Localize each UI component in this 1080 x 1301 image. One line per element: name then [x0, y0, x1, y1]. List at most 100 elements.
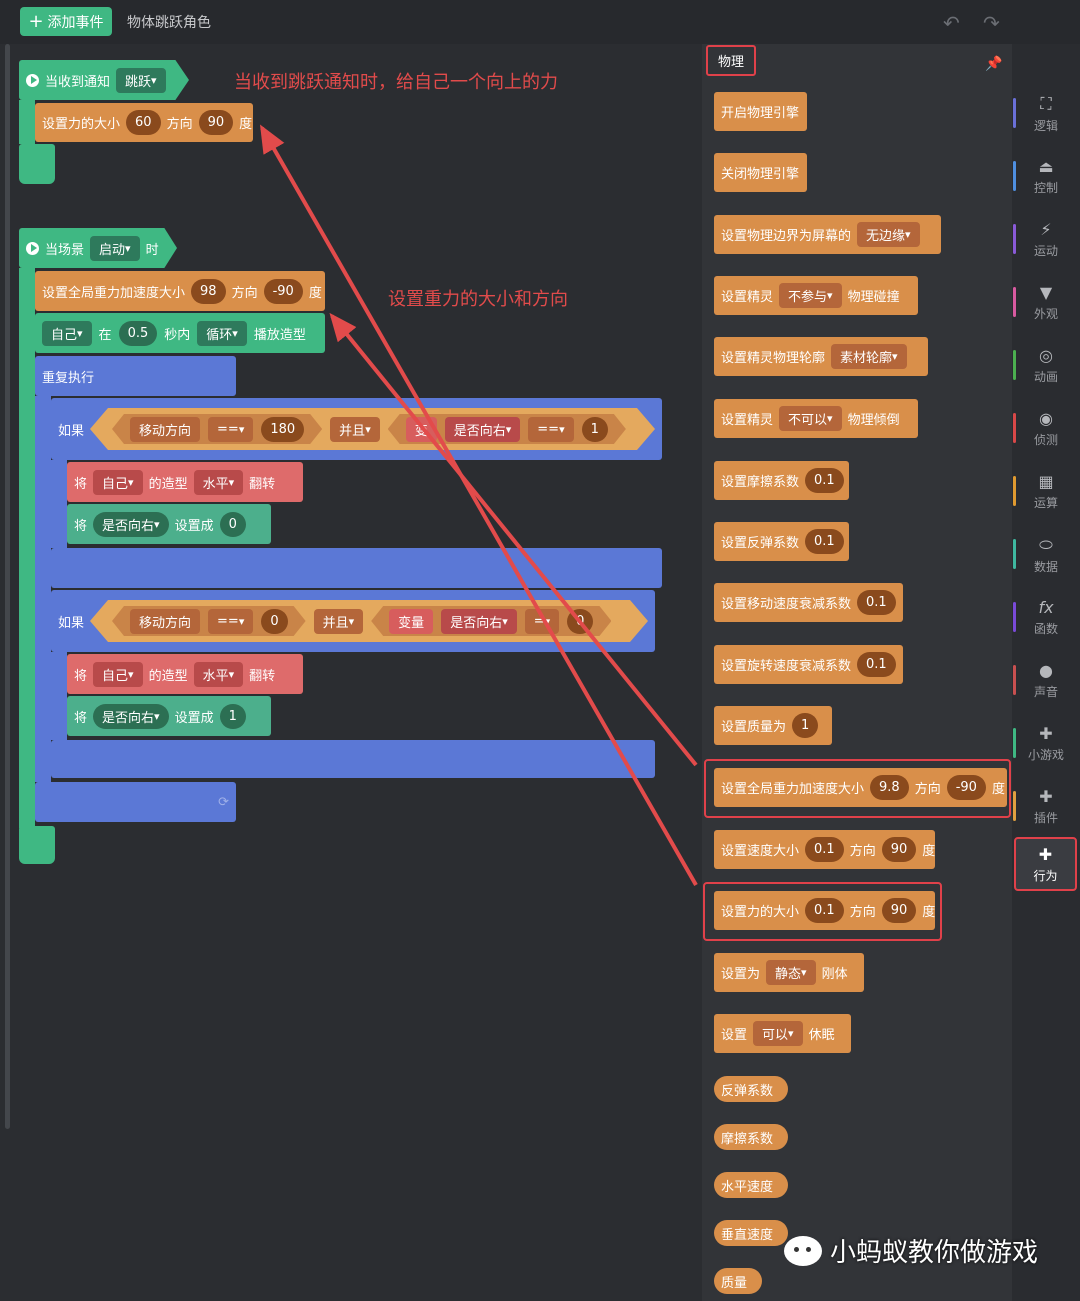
- rigidbody-dropdown[interactable]: 静态: [766, 960, 816, 985]
- set-sprite-outline-block[interactable]: 设置精灵物理轮廓素材轮廓: [714, 337, 928, 376]
- is-right-variable-dropdown[interactable]: 是否向右: [445, 417, 521, 442]
- participate-dropdown[interactable]: 不参与: [779, 283, 842, 308]
- compare-left-2[interactable]: 移动方向 == 0: [112, 606, 306, 636]
- flip-costume-block[interactable]: 将 自己 的造型 水平 翻转: [67, 462, 303, 502]
- move-direction-reporter[interactable]: 移动方向: [130, 417, 200, 442]
- variable-dropdown[interactable]: 是否向右: [93, 703, 169, 729]
- operator-dropdown[interactable]: ==: [208, 417, 253, 442]
- compare-right-1[interactable]: 变 是否向右 == 1: [388, 414, 626, 444]
- play-animation-block[interactable]: 自己 在 0.5 秒内 循环 播放造型: [35, 313, 325, 353]
- add-event-button[interactable]: +添加事件: [20, 7, 112, 36]
- velocity-size-input[interactable]: 0.1: [805, 837, 844, 862]
- set-gravity-block[interactable]: 设置全局重力加速度大小 98 方向 -90 度: [35, 271, 325, 311]
- category-logic[interactable]: ⛶逻辑: [1013, 94, 1076, 134]
- boundary-dropdown[interactable]: 无边缘: [857, 222, 920, 247]
- direction-dropdown[interactable]: 水平: [193, 661, 244, 687]
- gravity-size-input[interactable]: 9.8: [870, 775, 909, 800]
- category-animation[interactable]: ◎动画: [1013, 346, 1076, 385]
- set-value-input[interactable]: 0: [219, 511, 246, 537]
- category-motion[interactable]: ⚡运动: [1013, 220, 1076, 259]
- condition-1[interactable]: 移动方向 == 180 并且 变 是否向右 == 1: [90, 408, 655, 450]
- category-looks[interactable]: ▼外观: [1013, 283, 1076, 322]
- set-rigidbody-type-block[interactable]: 设置为静态刚体: [714, 953, 864, 992]
- set-force-block[interactable]: 设置力的大小 60 方向 90 度: [35, 103, 253, 142]
- horizontal-speed-reporter[interactable]: 水平速度: [714, 1172, 788, 1198]
- loop-dropdown[interactable]: 循环: [197, 320, 247, 346]
- set-sprite-collision-block[interactable]: 设置精灵不参与物理碰撞: [714, 276, 918, 315]
- operator-dropdown[interactable]: =: [525, 609, 559, 634]
- seconds-input[interactable]: 0.5: [118, 320, 158, 346]
- set-physics-boundary-block[interactable]: 设置物理边界为屏幕的无边缘: [714, 215, 941, 254]
- mass-input[interactable]: 1: [792, 713, 819, 738]
- set-sprite-topple-block[interactable]: 设置精灵不可以物理倾倒: [714, 399, 918, 438]
- set-sleep-block[interactable]: 设置可以休眠: [714, 1014, 851, 1053]
- redo-icon[interactable]: ↷: [983, 11, 1000, 35]
- gravity-direction-input[interactable]: -90: [263, 278, 303, 304]
- bounce-reporter[interactable]: 反弹系数: [714, 1076, 788, 1102]
- compare-value-input[interactable]: 0: [567, 609, 593, 634]
- repeat-forever-block[interactable]: 重复执行: [35, 356, 236, 396]
- flip-costume-block[interactable]: 将 自己 的造型 水平 翻转: [67, 654, 303, 694]
- direction-dropdown[interactable]: 水平: [193, 469, 244, 495]
- force-direction-input[interactable]: 90: [881, 898, 917, 923]
- enable-physics-block[interactable]: 开启物理引擎: [714, 92, 807, 131]
- pin-icon[interactable]: 📌: [985, 56, 1003, 72]
- rotation-damping-input[interactable]: 0.1: [857, 652, 896, 677]
- target-dropdown[interactable]: 自己: [93, 661, 143, 687]
- move-direction-reporter[interactable]: 移动方向: [130, 609, 200, 634]
- compare-value-input[interactable]: 0: [261, 609, 287, 634]
- when-receive-notice-block[interactable]: 当收到通知 跳跃: [19, 60, 189, 100]
- workspace-scrollbar[interactable]: [5, 44, 10, 1129]
- compare-right-2[interactable]: 变量 是否向右 = 0: [371, 606, 611, 636]
- category-behavior[interactable]: ✚行为: [1014, 837, 1077, 891]
- condition-2[interactable]: 移动方向 == 0 并且 变量 是否向右 = 0: [90, 600, 648, 642]
- category-plugins[interactable]: ✚插件: [1013, 787, 1076, 826]
- operator-dropdown[interactable]: ==: [208, 609, 253, 634]
- set-value-input[interactable]: 1: [219, 703, 246, 729]
- friction-reporter[interactable]: 摩擦系数: [714, 1124, 788, 1150]
- bounce-input[interactable]: 0.1: [805, 529, 844, 554]
- compare-value-input[interactable]: 1: [582, 417, 608, 442]
- category-minigame[interactable]: ✚小游戏: [1013, 724, 1076, 763]
- set-variable-block[interactable]: 将 是否向右 设置成 0: [67, 504, 271, 544]
- category-sensing[interactable]: ◉侦测: [1013, 409, 1076, 448]
- undo-icon[interactable]: ↶: [943, 11, 960, 35]
- variable-dropdown[interactable]: 是否向右: [93, 511, 169, 537]
- outline-dropdown[interactable]: 素材轮廓: [831, 344, 907, 369]
- operator-dropdown[interactable]: ==: [528, 417, 573, 442]
- category-control[interactable]: ⏏控制: [1013, 157, 1076, 196]
- is-right-variable-dropdown[interactable]: 是否向右: [441, 609, 517, 634]
- friction-input[interactable]: 0.1: [805, 468, 844, 493]
- category-data[interactable]: ⬭数据: [1013, 535, 1076, 575]
- target-dropdown[interactable]: 自己: [93, 469, 143, 495]
- gravity-size-input[interactable]: 98: [191, 278, 226, 304]
- and-dropdown[interactable]: 并且: [314, 609, 364, 634]
- topple-dropdown[interactable]: 不可以: [779, 406, 842, 431]
- mass-reporter[interactable]: 质量: [714, 1268, 762, 1294]
- when-scene-start-block[interactable]: 当场景 启动 时: [19, 228, 177, 268]
- force-size-input[interactable]: 60: [126, 110, 161, 135]
- set-variable-block[interactable]: 将 是否向右 设置成 1: [67, 696, 271, 736]
- disable-physics-block[interactable]: 关闭物理引擎: [714, 153, 807, 192]
- move-damping-input[interactable]: 0.1: [857, 590, 896, 615]
- sleep-dropdown[interactable]: 可以: [753, 1021, 803, 1046]
- category-operators[interactable]: ▦运算: [1013, 472, 1076, 511]
- force-size-input[interactable]: 0.1: [805, 898, 844, 923]
- gravity-direction-input[interactable]: -90: [946, 775, 986, 800]
- compare-left-1[interactable]: 移动方向 == 180: [112, 414, 322, 444]
- notice-dropdown[interactable]: 跳跃: [116, 67, 166, 93]
- vertical-speed-reporter[interactable]: 垂直速度: [714, 1220, 788, 1246]
- scene-dropdown[interactable]: 启动: [90, 235, 140, 261]
- compare-value-input[interactable]: 180: [261, 417, 304, 442]
- and-dropdown[interactable]: 并且: [330, 417, 380, 442]
- target-dropdown[interactable]: 自己: [42, 320, 92, 346]
